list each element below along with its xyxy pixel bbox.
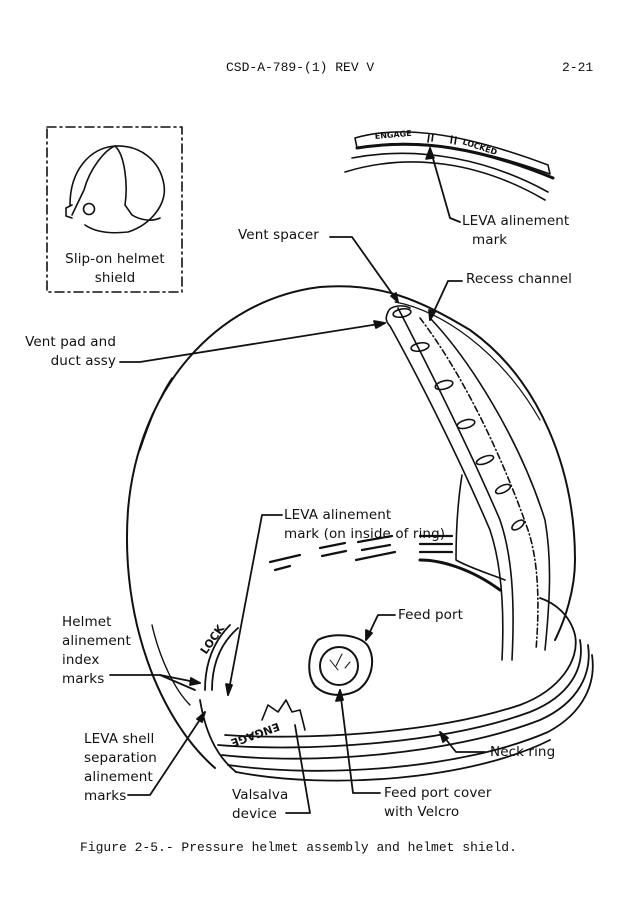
ring-engage-text: ENGAGE — [229, 720, 281, 750]
document-id: CSD-A-789-(1) REV V — [226, 60, 375, 75]
slip-on-shield-icon — [65, 145, 166, 234]
figure-caption: Figure 2-5.- Pressure helmet assembly an… — [80, 840, 517, 855]
callout-line: marks — [62, 671, 105, 687]
callout-line: Recess channel — [466, 271, 572, 287]
callout-line: Vent spacer — [238, 227, 319, 243]
callout-line: LEVA shell — [84, 731, 155, 747]
callout-line: LEVA alinement — [462, 213, 570, 229]
callout-line: mark (on inside of ring) — [284, 526, 446, 542]
detail-engage-text: ENGAGE — [374, 129, 412, 141]
callout-valsalva: Valsalva device — [232, 786, 288, 824]
callout-line: Vent pad and — [25, 334, 116, 350]
callout-line: mark — [472, 232, 508, 248]
callout-line: alinement — [62, 633, 131, 649]
callout-line: Neck ring — [490, 744, 556, 760]
inset-label: Slip-on helmet shield — [50, 250, 180, 288]
callout-leva-alinement-mark: LEVA alinement mark — [462, 212, 569, 250]
callout-helmet-index-marks: Helmet alinement index marks — [62, 613, 131, 689]
callout-line: duct assy — [50, 353, 116, 369]
callout-line: Feed port cover — [384, 785, 492, 801]
callout-line: LEVA alinement — [284, 507, 392, 523]
ring-inner-dashes — [268, 534, 502, 592]
helmet-shell — [126, 285, 576, 769]
callout-leva-inside-ring: LEVA alinement mark (on inside of ring) — [284, 506, 445, 544]
valsalva-device — [261, 699, 306, 731]
callout-line: device — [232, 806, 277, 822]
callout-vent-spacer: Vent spacer — [238, 226, 319, 245]
callout-line: Valsalva — [232, 787, 289, 803]
leader-lines — [109, 236, 486, 814]
callout-line: separation — [84, 750, 157, 766]
callout-line: Helmet — [62, 614, 112, 630]
detail-ring — [344, 131, 555, 223]
callout-neck-ring: Neck ring — [490, 743, 555, 762]
callout-feed-port: Feed port — [398, 606, 463, 625]
vent-duct — [385, 305, 551, 661]
inset-label-line: Slip-on helmet — [65, 251, 165, 267]
callout-leva-shell-separation: LEVA shell separation alinement marks — [84, 730, 157, 806]
callout-line: with Velcro — [384, 804, 460, 820]
inset-frame — [46, 126, 183, 293]
callout-vent-pad: Vent pad and duct assy — [10, 333, 116, 371]
inset-label-line: shield — [94, 270, 136, 286]
callout-recess-channel: Recess channel — [466, 270, 572, 289]
callout-line: Feed port — [398, 607, 464, 623]
callout-line: index — [62, 652, 100, 668]
callout-feed-port-cover: Feed port cover with Velcro — [384, 784, 492, 822]
page-number: 2-21 — [562, 60, 594, 75]
callout-line: alinement — [84, 769, 153, 785]
feed-port — [308, 634, 374, 696]
callout-line: marks — [84, 788, 127, 804]
